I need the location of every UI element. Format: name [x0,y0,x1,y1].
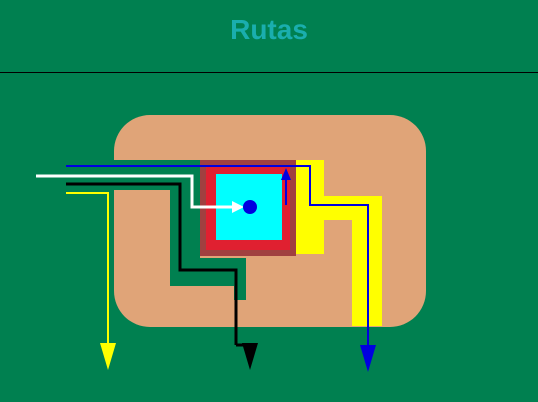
target-circle-icon [243,200,257,214]
arrow-right-icon [232,201,244,213]
arrow-down-icon [360,345,376,372]
arrow-down-icon [242,343,258,370]
route-black [66,182,238,345]
slide-title: Rutas [230,14,308,45]
route-white [36,174,236,209]
yellow-corridor [296,160,382,326]
route-blue [66,165,369,350]
arrow-down-icon [100,343,116,370]
arrow-up-icon [281,168,291,180]
title-divider [0,72,538,73]
route-yellow [66,192,109,345]
